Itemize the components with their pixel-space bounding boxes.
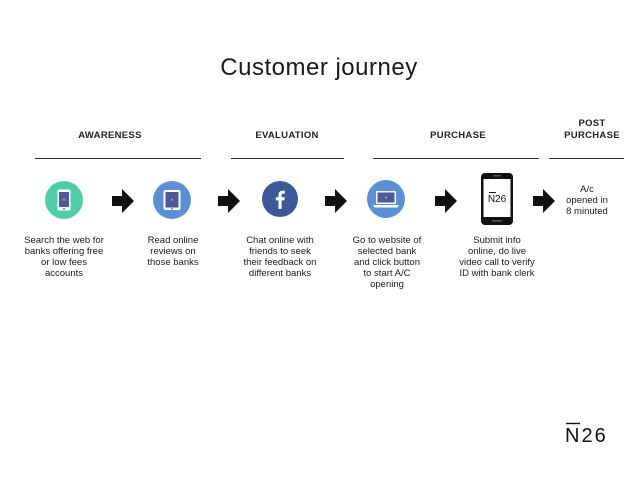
page-title: Customer journey bbox=[220, 54, 418, 81]
step-reviews-text: Read online reviews on those banks bbox=[147, 235, 199, 268]
phase-awareness: AWARENESS bbox=[78, 130, 142, 141]
phase-purchase: PURCHASE bbox=[430, 130, 486, 141]
arrow-icon bbox=[533, 189, 555, 213]
arrow-icon bbox=[435, 189, 457, 213]
step-chat-text: Chat online with friends to seek their f… bbox=[243, 235, 317, 279]
n26-logo: N26 bbox=[565, 422, 608, 447]
evaluation-rule bbox=[231, 158, 344, 159]
laptop-icon bbox=[367, 180, 405, 218]
awareness-rule bbox=[35, 158, 201, 159]
arrow-icon bbox=[325, 189, 347, 213]
smartphone-icon bbox=[45, 181, 83, 219]
arrow-icon bbox=[218, 189, 240, 213]
step-opened-text: A/c opened in 8 minuted bbox=[566, 184, 608, 217]
n26-logo-text: N26 bbox=[565, 425, 608, 447]
step-website-text: Go to website of selected bank and click… bbox=[352, 235, 422, 290]
phase-post-purchase: POST PURCHASE bbox=[564, 118, 620, 141]
step-search-text: Search the web for banks offering free o… bbox=[24, 235, 104, 279]
facebook-icon bbox=[262, 181, 298, 217]
n26-phone-icon: N26 bbox=[481, 173, 513, 225]
step-submit-text: Submit info online, do live video call t… bbox=[459, 235, 535, 279]
arrow-icon bbox=[112, 189, 134, 213]
phase-evaluation: EVALUATION bbox=[255, 130, 319, 141]
n26-phone-screen-text: N26 bbox=[488, 194, 507, 205]
purchase-rule bbox=[373, 158, 539, 159]
tablet-icon bbox=[153, 181, 191, 219]
post-purchase-rule bbox=[549, 158, 624, 159]
